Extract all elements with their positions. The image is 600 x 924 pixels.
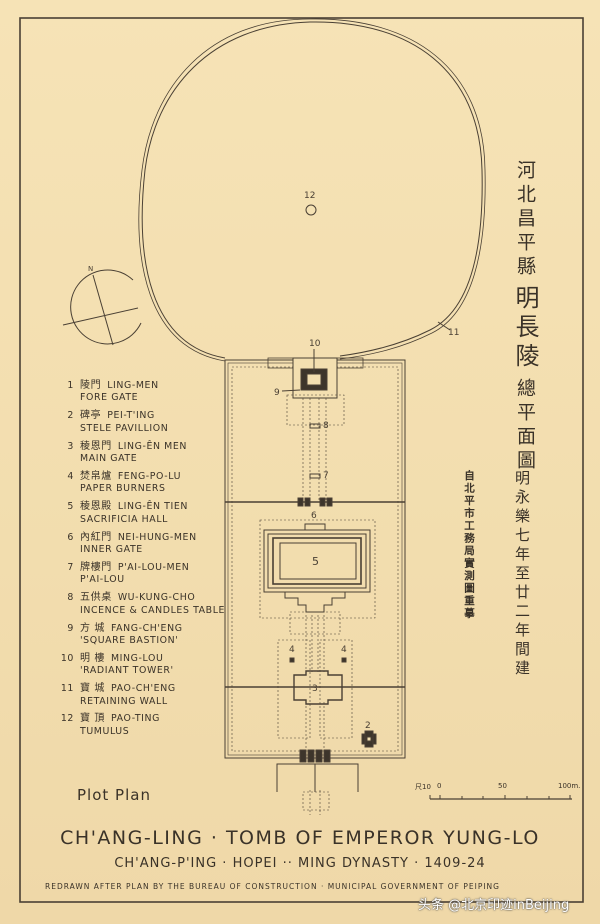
legend-item: 4焚帛爐Feng-po-luPaper Burners [67,470,182,495]
paper-burner-right [341,657,347,663]
legend-item: 8五供桌Wu-kung-choIncence & candles Table [67,592,226,616]
frame-border [19,17,584,903]
watermark: 头条 @北京印迹inBeijing [418,898,570,913]
label-7: 7 [323,471,329,481]
label-12: 12 [304,191,315,201]
scale-mid: 50 [498,782,507,790]
inner-gate [297,497,333,507]
credit-line: Redrawn after plan by the Bureau of Cons… [45,882,500,891]
tumulus-retaining-wall [141,21,483,359]
tumulus-center-mark [305,204,317,216]
fore-gate [299,749,331,763]
paper-burner-left [289,657,295,663]
legend-item: 10明 樓Ming-lou'Radiant Tower' [60,652,174,677]
subtitle: CH'ANG-P'ING · HOPEI ·· MING DYNASTY · 1… [114,856,486,871]
incense-table [309,423,321,429]
label-4-left: 4 [289,645,295,655]
legend-item: 5稜恩殿Ling-ên TienSacrificia Hall [67,501,189,525]
label-4-right: 4 [341,645,347,655]
label-6: 6 [311,511,317,521]
sacrificial-hall [263,523,371,613]
main-title: CH'ANG-LING · TOMB OF EMPEROR YUNG-LO [60,827,540,849]
pailou [309,473,321,479]
legend-item: 3稜恩門Ling-ên MenMain Gate [67,440,188,465]
stele-pavilion [361,730,377,748]
scale-zero: 0 [437,782,442,790]
vertical-chinese-title: 河北昌平縣明長陵總平面圖 [511,160,539,474]
legend-item: 11寶 城Pao-ch'engRetaining Wall [60,683,176,707]
plot-plan-label: Plot Plan [77,786,151,804]
north-compass-icon: N [62,265,142,346]
label-5: 5 [312,555,319,568]
legend-item: 12寶 頂Pao-tingTumulus [60,713,161,737]
vertical-construction-date: 明永樂七年至廿二年間建 [513,470,531,679]
legend-item: 9方 城Fang-ch'eng'Square Bastion' [67,622,183,646]
legend: 1陵門Ling-menFore Gate 2碑亭Pei-t'ingStele P… [48,380,225,744]
label-3: 3 [312,684,318,694]
label-11-leader [437,321,451,331]
label-9: 9 [274,388,280,398]
legend-item: 6內紅門Nei-hung-menInner Gate [67,531,197,555]
legend-item: 1陵門Ling-menFore Gate [67,380,159,404]
label-10: 10 [309,339,321,349]
label-2: 2 [365,721,371,731]
svg-text:N: N [88,265,93,273]
main-gate [293,670,343,705]
vertical-source-note: 自北平市工務局實測圖重摹 [463,470,475,620]
scale-end: 100m. [558,782,581,790]
label-11: 11 [448,328,459,338]
scale-unit-label: 尺10 [415,783,431,791]
label-8: 8 [323,421,329,431]
scale-bar [429,795,572,800]
legend-item: 2碑亭Pei-t'ingStele Pavillion [67,410,169,434]
